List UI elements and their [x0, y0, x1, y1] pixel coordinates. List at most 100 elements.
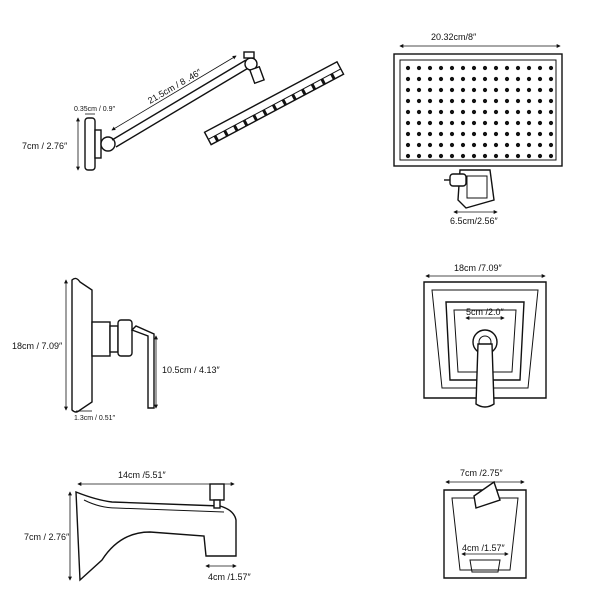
- nozzle-dot: [449, 109, 455, 115]
- nozzle-dot: [493, 142, 499, 148]
- tub-spout-side-view: 14cm /5.51″ 7cm / 2.76″ 4cm /1.57″: [24, 470, 252, 582]
- valve-trim-front-view: 18cm /7.09″ 5cm /2.0″: [423, 263, 547, 408]
- nozzle-dot: [526, 131, 532, 137]
- nozzle-dot: [515, 76, 521, 82]
- nozzle-dot: [515, 153, 521, 159]
- valve-handle-lever: [130, 325, 155, 409]
- nozzle-dot: [482, 131, 488, 137]
- nozzle-dot: [493, 120, 499, 126]
- nozzle-dot: [471, 131, 477, 137]
- nozzle-dot: [460, 153, 466, 159]
- nozzle-dot: [460, 131, 466, 137]
- nozzle-dot: [471, 120, 477, 126]
- nozzle-dot: [537, 109, 543, 115]
- nozzle-dot: [449, 153, 455, 159]
- shower-head-front-view: 20.32cm/8″ 6.5cm/2.56″: [393, 32, 563, 226]
- nozzle-dot: [515, 120, 521, 126]
- side-nozzle: [213, 135, 220, 142]
- valve-trim-side-view: 18cm / 7.09″ 10.5cm / 4.13″ 1.3cm / 0.51…: [12, 277, 221, 422]
- nozzle-dot: [504, 109, 510, 115]
- side-nozzle: [330, 73, 336, 80]
- nozzle-dot: [548, 142, 554, 148]
- nozzle-dot: [427, 65, 433, 71]
- nozzle-dot: [460, 109, 466, 115]
- nozzle-dot: [405, 76, 411, 82]
- nozzle-dot: [493, 98, 499, 104]
- nozzle-dot: [471, 65, 477, 71]
- nozzle-dot: [526, 109, 532, 115]
- nozzle-dot: [438, 65, 444, 71]
- nozzle-dot: [405, 120, 411, 126]
- nozzle-grid: [405, 65, 554, 159]
- nozzle-dot: [493, 65, 499, 71]
- nozzle-dot: [438, 98, 444, 104]
- nozzle-dot: [427, 76, 433, 82]
- nozzle-dot: [438, 120, 444, 126]
- valve-trim-width-label: 18cm /7.09″: [454, 263, 503, 273]
- nozzle-dot: [438, 76, 444, 82]
- nozzle-dot: [449, 120, 455, 126]
- nozzle-dot: [438, 142, 444, 148]
- nozzle-dot: [449, 65, 455, 71]
- nozzle-dot: [515, 109, 521, 115]
- nozzle-dot: [515, 87, 521, 93]
- nozzle-dot: [449, 76, 455, 82]
- nozzle-dot: [427, 142, 433, 148]
- nozzle-dot: [438, 131, 444, 137]
- wall-flange: [84, 117, 96, 171]
- flange-ball-joint: [100, 136, 116, 152]
- nozzle-dot: [427, 109, 433, 115]
- valve-handle-lever-front: [475, 343, 495, 408]
- nozzle-dot: [493, 87, 499, 93]
- nozzle-dot: [482, 87, 488, 93]
- nozzle-dot: [537, 131, 543, 137]
- nozzle-dot: [482, 142, 488, 148]
- nozzle-dot: [526, 142, 532, 148]
- nozzle-dot: [504, 87, 510, 93]
- nozzle-dot: [537, 98, 543, 104]
- diverter-knob: [209, 483, 225, 501]
- nozzle-dot: [427, 120, 433, 126]
- nozzle-dot: [504, 98, 510, 104]
- nozzle-dot: [482, 153, 488, 159]
- nozzle-dot: [471, 153, 477, 159]
- nozzle-dot: [416, 76, 422, 82]
- nozzle-dot: [548, 153, 554, 159]
- side-nozzle: [301, 88, 307, 96]
- spout-outlet-label: 4cm /1.57″: [208, 572, 252, 582]
- nozzle-dot: [460, 76, 466, 82]
- valve-handle-length-label: 10.5cm / 4.13″: [162, 365, 221, 375]
- nozzle-dot: [482, 109, 488, 115]
- nozzle-dot: [482, 120, 488, 126]
- nozzle-dot: [405, 109, 411, 115]
- nozzle-dot: [449, 131, 455, 137]
- nozzle-dot: [416, 142, 422, 148]
- nozzle-dot: [515, 142, 521, 148]
- nozzle-dot: [526, 153, 532, 159]
- spout-back-width-label: 7cm /2.75″: [460, 468, 504, 478]
- nozzle-dot: [526, 87, 532, 93]
- nozzle-dot: [504, 65, 510, 71]
- spout-back-plate: [443, 489, 527, 579]
- nozzle-dot: [460, 98, 466, 104]
- side-nozzle: [223, 129, 229, 137]
- nozzle-dot: [504, 131, 510, 137]
- tub-spout-body: [75, 490, 237, 582]
- nozzle-dot: [405, 131, 411, 137]
- flange-thickness-label: 0.35cm / 0.9″: [74, 106, 116, 113]
- valve-trim-height-label: 18cm / 7.09″: [12, 341, 63, 351]
- nozzle-dot: [504, 120, 510, 126]
- nozzle-dot: [515, 65, 521, 71]
- nozzle-dot: [537, 65, 543, 71]
- nozzle-dot: [515, 131, 521, 137]
- nozzle-dot: [405, 98, 411, 104]
- nozzle-dot: [504, 76, 510, 82]
- side-nozzle: [320, 78, 326, 86]
- valve-handle-hub: [117, 319, 133, 357]
- nozzle-dot: [493, 76, 499, 82]
- nozzle-dot: [493, 109, 499, 115]
- nozzle-dot: [548, 76, 554, 82]
- nozzle-dot: [460, 65, 466, 71]
- nozzle-dot: [438, 87, 444, 93]
- nozzle-dot: [537, 76, 543, 82]
